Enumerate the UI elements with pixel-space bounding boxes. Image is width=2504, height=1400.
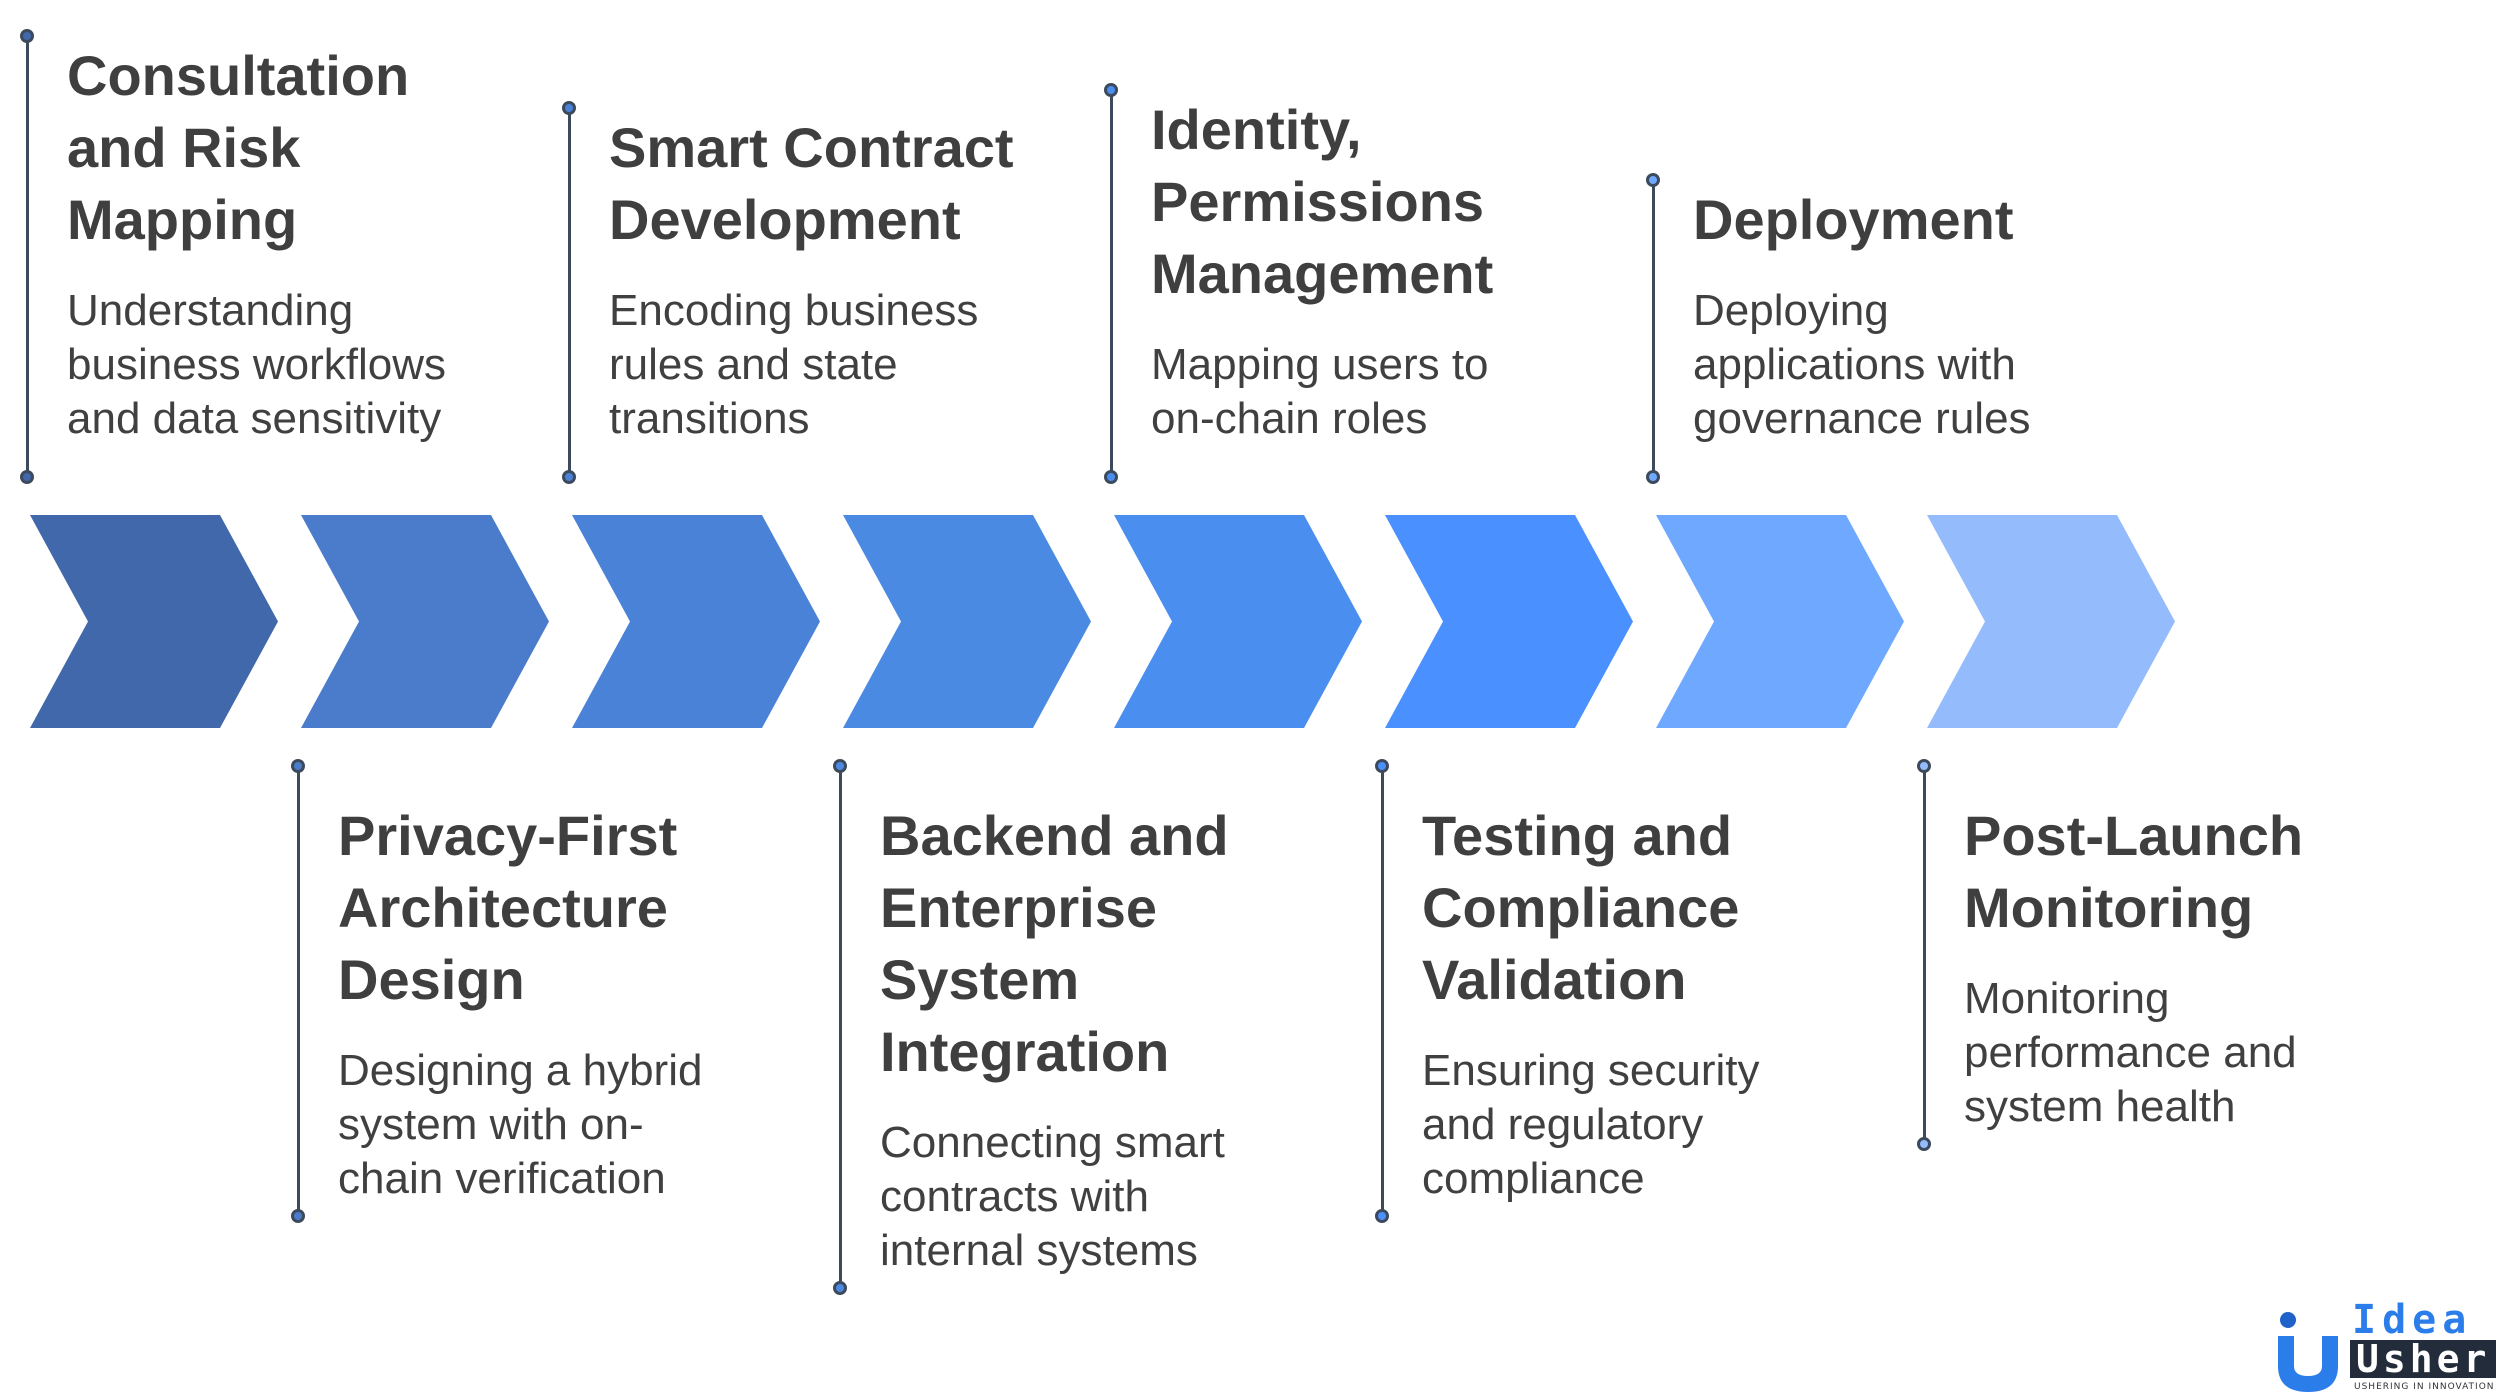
timeline-dot-icon (20, 470, 34, 484)
chevron-step-6 (1385, 515, 1633, 728)
step-description: Monitoring performance and system health (1964, 974, 2297, 1131)
logo-u-icon (2278, 1312, 2338, 1392)
step-description: Ensuring security and regulatory complia… (1422, 1046, 1760, 1203)
step-title: Post-Launch Monitoring (1964, 804, 2304, 939)
step-title: Identity, Permissions Management (1151, 98, 1494, 305)
timeline-dot-icon (1917, 1137, 1931, 1151)
timeline-dot-icon (1646, 470, 1660, 484)
chevron-step-7 (1656, 515, 1904, 728)
chevron-step-5 (1114, 515, 1362, 728)
step-description: Connecting smart contracts with internal… (880, 1118, 1225, 1275)
logo-word-idea: Idea (2352, 1297, 2473, 1343)
timeline-dot-icon (1375, 1209, 1389, 1223)
step-title: Smart Contract Development (609, 116, 1014, 251)
chevron-step-3 (572, 515, 820, 728)
step-description: Designing a hybrid system with on- chain… (338, 1046, 703, 1203)
step-description: Deploying applications with governance r… (1693, 286, 2031, 443)
timeline-dot-icon (1375, 759, 1389, 773)
timeline-dot-icon (291, 759, 305, 773)
timeline-line-2 (297, 766, 300, 1216)
step-description: Encoding business rules and state transi… (609, 286, 979, 443)
timeline-line-1 (26, 36, 29, 477)
timeline-dot-icon (833, 759, 847, 773)
timeline-dot-icon (562, 470, 576, 484)
company-logo: Idea Usher USHERING IN INNOVATION (2272, 1300, 2502, 1396)
step-title: Testing and Compliance Validation (1422, 804, 1740, 1011)
step-title: Deployment (1693, 188, 2014, 251)
timeline-dot-icon (562, 101, 576, 115)
timeline-line-5 (1110, 90, 1113, 477)
timeline-dot-icon (1104, 470, 1118, 484)
timeline-dot-icon (291, 1209, 305, 1223)
step-4: Backend and Enterprise System Integratio… (880, 800, 1300, 1278)
timeline-dot-icon (833, 1281, 847, 1295)
timeline-line-3 (568, 108, 571, 477)
chevron-step-2 (301, 515, 549, 728)
chevron-step-1 (30, 515, 278, 728)
step-title: Consultation and Risk Mapping (67, 44, 410, 251)
timeline-line-7 (1652, 180, 1655, 477)
step-title: Privacy-First Architecture Design (338, 804, 678, 1011)
step-description: Mapping users to on-chain roles (1151, 340, 1489, 443)
timeline-dot-icon (1104, 83, 1118, 97)
step-description: Understanding business workflows and dat… (67, 286, 447, 443)
timeline-dot-icon (1646, 173, 1660, 187)
timeline-line-6 (1381, 766, 1384, 1216)
timeline-line-8 (1923, 766, 1926, 1144)
step-title: Backend and Enterprise System Integratio… (880, 804, 1229, 1083)
timeline-line-4 (839, 766, 842, 1288)
chevron-step-4 (843, 515, 1091, 728)
logo-word-usher: Usher (2350, 1340, 2497, 1378)
timeline-dot-icon (1917, 759, 1931, 773)
logo-tagline: USHERING IN INNOVATION (2354, 1382, 2495, 1392)
timeline-dot-icon (20, 29, 34, 43)
chevron-step-8 (1927, 515, 2175, 728)
